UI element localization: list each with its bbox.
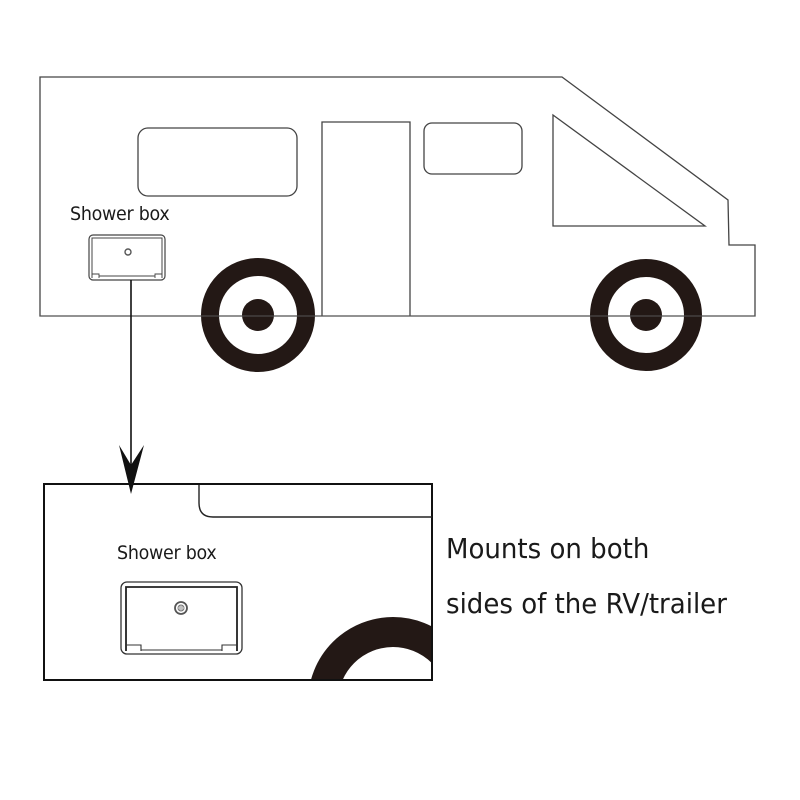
detail-frame xyxy=(43,483,433,681)
rv-shower-box-label: Shower box xyxy=(70,203,170,225)
down-arrow-icon xyxy=(119,280,144,494)
lock-icon xyxy=(174,601,188,615)
rv-illustration xyxy=(39,76,756,372)
caption-line-2: sides of the RV/trailer xyxy=(446,587,727,620)
rv-front-wheel xyxy=(590,259,702,371)
detail-shower-box-label: Shower box xyxy=(117,542,217,564)
detail-window-edge xyxy=(198,485,432,518)
rv-cab-window xyxy=(552,113,707,227)
rv-shower-box xyxy=(88,234,166,281)
rv-rear-window xyxy=(137,127,298,197)
caption-line-1: Mounts on both xyxy=(446,532,650,565)
rv-side-window xyxy=(423,122,523,175)
detail-wheel xyxy=(310,617,432,680)
detail-view xyxy=(43,483,433,681)
rv-door xyxy=(321,121,411,316)
detail-shower-box xyxy=(120,581,243,655)
lock-icon xyxy=(124,248,132,256)
rv-rear-wheel xyxy=(201,258,315,372)
